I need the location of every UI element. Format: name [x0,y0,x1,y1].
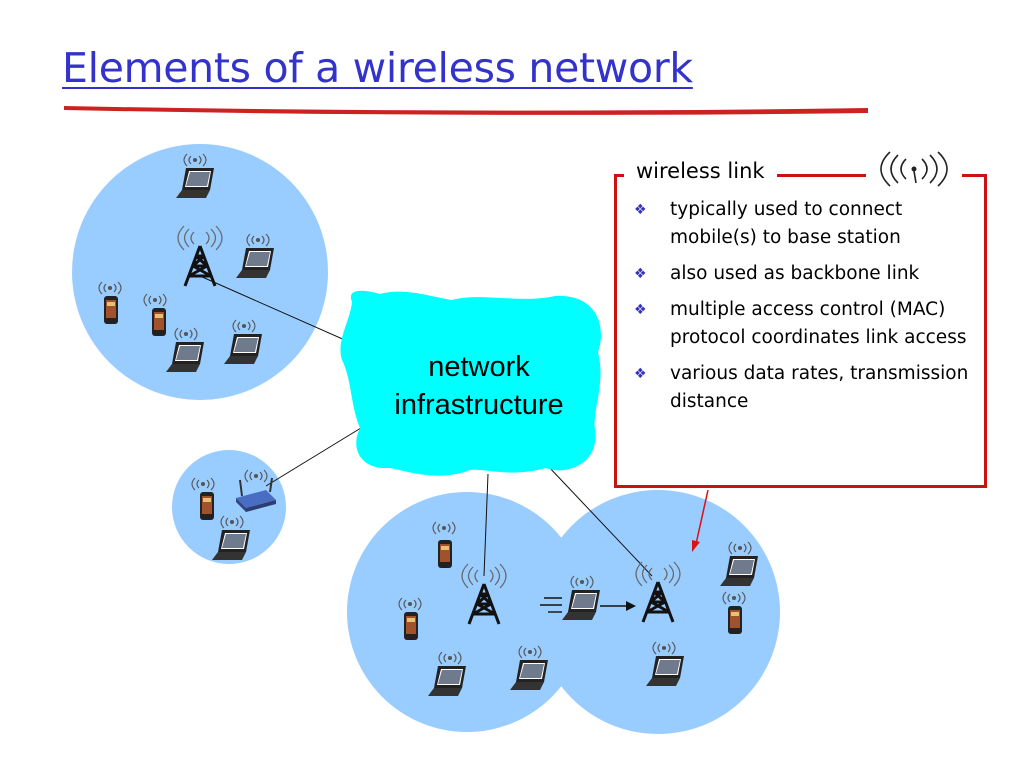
wireless-link-heading: wireless link [624,159,777,183]
motion-lines [540,597,562,613]
bullet-item: ❖ typically used to connect mobile(s) to … [630,196,975,252]
phone-icon [728,606,742,634]
cloud-label-line1: network [428,351,530,383]
wireless-link-box [614,174,987,488]
phone-icon [404,612,418,640]
cloud-label: network infrastructure [372,348,586,424]
slide-title: Elements of a wireless network [62,44,693,92]
bullet-text: typically used to connect mobile(s) to b… [670,199,903,248]
bullet-diamond-icon: ❖ [634,366,647,382]
cell-small [172,450,286,564]
bullet-text: multiple access control (MAC) protocol c… [670,299,967,348]
phone-icon [200,492,214,520]
wireless-link-bullets: ❖ typically used to connect mobile(s) to … [630,196,975,424]
bullet-diamond-icon: ❖ [634,202,647,218]
bullet-item: ❖ various data rates, transmission distan… [630,360,975,416]
bullet-item: ❖ multiple access control (MAC) protocol … [630,296,975,352]
bullet-diamond-icon: ❖ [634,266,647,282]
title-underline-swoosh [64,106,868,115]
router-icon [236,477,276,512]
callout-pointer [695,489,709,545]
network-infrastructure-cloud [340,290,601,476]
phone-icon [438,540,452,568]
bullet-diamond-icon: ❖ [634,302,647,318]
bullet-item: ❖ also used as backbone link [630,260,975,288]
bullet-text: various data rates, transmission distanc… [670,363,969,412]
cell-left [72,144,328,400]
phone-icon [152,308,166,336]
bullet-text: also used as backbone link [670,263,920,284]
cloud-label-line2: infrastructure [394,389,564,421]
phone-icon [104,296,118,324]
wifi-icon [866,149,962,189]
